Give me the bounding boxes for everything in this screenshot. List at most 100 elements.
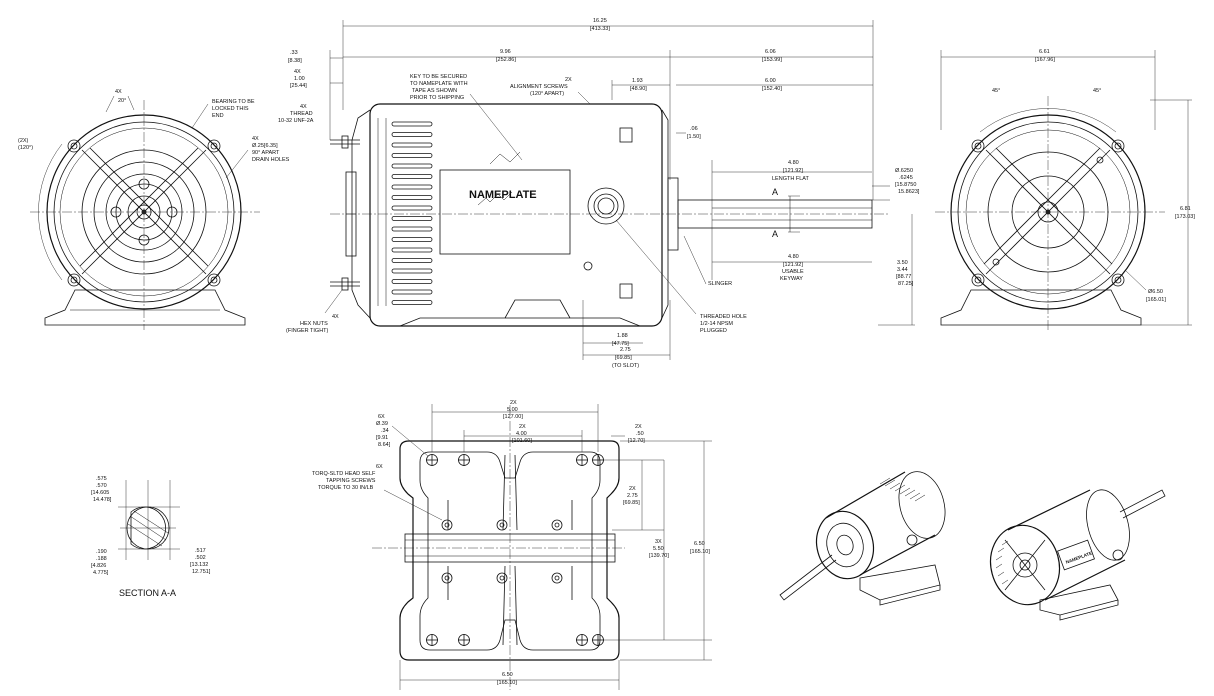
rear-end-view: 6.61 [167.96] 45° 45° 6.81 [173.03: [935, 49, 1195, 330]
dim-33-mm: [8.38]: [288, 58, 302, 64]
dim-275-base: 2.75: [627, 493, 638, 499]
dim-193-mm: [48.90]: [630, 86, 647, 92]
bearing-note-line2: LOCKED THIS: [212, 106, 249, 112]
hole-note3: PLUGGED: [700, 328, 727, 334]
dim-50: .50: [636, 431, 644, 437]
overall-length-mm: [413.33]: [590, 26, 610, 32]
vent-slot: [391, 163, 433, 169]
thread-label: THREAD: [290, 111, 313, 117]
dim-350: 3.50: [897, 260, 908, 266]
key-note-line3: TAPE AS SHOWN: [412, 88, 457, 94]
stud-len-mm: [25.44]: [290, 83, 307, 89]
shaft-dia: Ø.6250: [895, 168, 913, 174]
align-note: ALIGNMENT SCREWS: [510, 84, 568, 90]
section-mark-bottom: A: [772, 229, 778, 239]
front-small-angle: 20°: [118, 98, 126, 104]
rear-height-mm: [173.03]: [1175, 214, 1195, 220]
rear-width: 6.61: [1039, 49, 1050, 55]
base-hole-mm: [9.91: [376, 435, 388, 441]
section-d4-mm: 4.775]: [93, 570, 109, 576]
dim-996: 9.96: [500, 49, 511, 55]
nut-note2: (FINGER TIGHT): [286, 328, 329, 334]
bottom-650: 6.50: [502, 672, 513, 678]
dim-400-qty: 2X: [519, 424, 526, 430]
base-hole-qty: 6X: [378, 414, 385, 420]
section-d3-mm: [4.826: [91, 563, 106, 569]
base-hole-dia2: .34: [381, 428, 389, 434]
flat-label: LENGTH FLAT: [772, 176, 810, 182]
stud-qty: 4X: [294, 69, 301, 75]
rear-dia: Ø6.50: [1148, 289, 1163, 295]
section-a-a: .575 .570 [14.605 14.478] .190 .188 [4.8…: [91, 476, 211, 598]
bearing-note-line3: END: [212, 113, 224, 119]
base-hole-mm2: 8.64]: [378, 442, 391, 448]
tapping-screws: [441, 519, 563, 584]
dim-06-mm: [1.50]: [687, 134, 701, 140]
to-slot: (TO SLOT): [612, 363, 639, 369]
flat-len: 4.80: [788, 160, 799, 166]
rear-dia-mm: [165.01]: [1146, 297, 1166, 303]
nameplate-label: NAMEPLATE: [469, 189, 537, 201]
dim-550: 5.50: [653, 546, 664, 552]
vent-slot: [391, 279, 433, 284]
screw-note-line1: TORQ-SLTD HEAD SELF: [312, 471, 376, 477]
dim-650: 6.50: [694, 541, 705, 547]
vent-slot: [391, 247, 433, 253]
vent-slot: [391, 237, 433, 242]
dim-275-qty: 2X: [629, 486, 636, 492]
slinger-label: SLINGER: [708, 281, 732, 287]
mounting-holes: [426, 454, 604, 646]
drain-note1: 90° APART: [252, 150, 280, 156]
dim-606-mm: [153.99]: [762, 57, 782, 63]
section-d6: .502: [195, 555, 206, 561]
drain-qty: 4X: [252, 136, 259, 142]
front-end-view: (2X) (120°) 4X 20° BEARING TO BE LOCKED …: [18, 89, 290, 330]
bottom-650-mm: [165.10]: [497, 680, 517, 686]
dim-550-mm: [139.70]: [649, 553, 669, 559]
dim-500: 5.00: [507, 407, 518, 413]
base-plate-view: 6X Ø.39 .34 [9.91 8.64] 6X TORQ-SLTD HEA…: [312, 400, 712, 690]
nut-qty: 4X: [332, 314, 339, 320]
shaft-dia-mm2: 15.8623]: [898, 189, 920, 195]
align-apart: (120° APART): [530, 91, 564, 97]
vent-slot: [391, 300, 433, 305]
section-mark-top: A: [772, 187, 778, 197]
vent-slot: [391, 174, 433, 179]
hole-note2: 1/2-14 NPSM: [700, 321, 733, 327]
section-d5: .517: [195, 548, 206, 554]
base-hole-dia: Ø.39: [376, 421, 388, 427]
key-note-line4: PRIOR TO SHIPPING: [410, 95, 464, 101]
dim-33: .33: [290, 50, 298, 56]
nut-note1: HEX NUTS: [300, 321, 328, 327]
dim-500-mm: [127.00]: [503, 414, 523, 420]
hole-note1: THREADED HOLE: [700, 314, 747, 320]
keyway-len: 4.80: [788, 254, 799, 260]
shaft-dia2: .6245: [899, 175, 913, 181]
rear-angle-left: 45°: [992, 88, 1000, 94]
dim-275-base-mm: [69.85]: [623, 500, 640, 506]
keyway-label2: KEYWAY: [780, 276, 803, 282]
dim-06: .06: [690, 126, 698, 132]
vent-slot: [391, 153, 433, 158]
dim-996-mm: [252.86]: [496, 57, 516, 63]
key-note-line2: TO NAMEPLATE WITH: [410, 81, 468, 87]
rear-width-mm: [167.96]: [1035, 57, 1055, 63]
isometric-motor-1: [779, 471, 946, 606]
section-d2-mm: 14.478]: [93, 497, 112, 503]
vent-slot: [391, 184, 433, 190]
section-d3: .190: [96, 549, 107, 555]
dim-606: 6.06: [765, 49, 776, 55]
shaft-dia-mm: [15.8750: [895, 182, 916, 188]
dim-550-qty: 3X: [655, 539, 662, 545]
section-d4: .188: [96, 556, 107, 562]
vent-slot: [391, 195, 433, 200]
front-angle-qty: (2X): [18, 138, 29, 144]
section-d1-mm: [14.605: [91, 490, 109, 496]
dim-188-mm: [47.75]: [612, 341, 629, 347]
stud-len: 1.00: [294, 76, 305, 82]
dim-275-side-mm: [69.85]: [615, 355, 632, 361]
dim-275-side: 2.75: [620, 347, 631, 353]
front-small-angle-qty: 4X: [115, 89, 122, 95]
vent-slot: [391, 216, 433, 221]
